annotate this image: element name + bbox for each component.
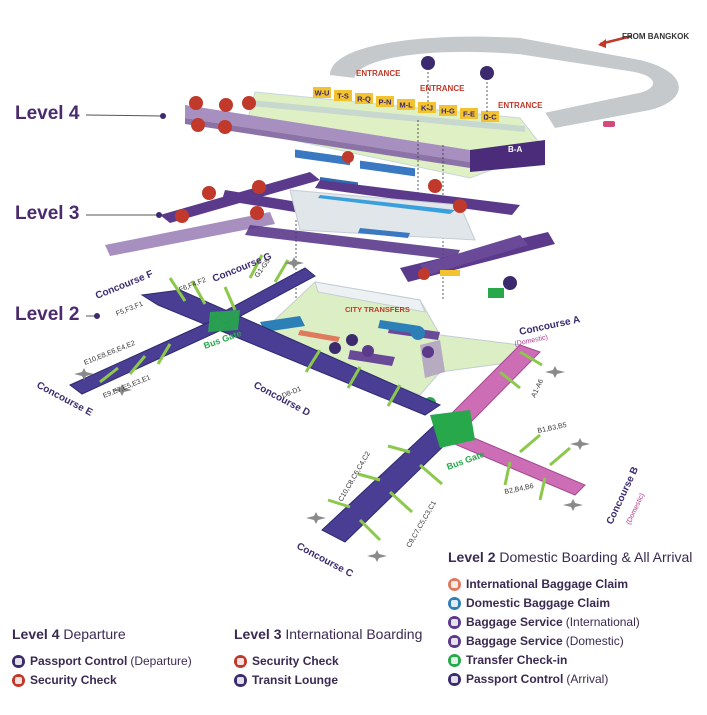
gates-b-upper: B1,B3,B5 — [537, 422, 567, 435]
level2-arrival-hall — [260, 281, 521, 396]
svg-text:M-L: M-L — [399, 101, 413, 110]
level3-pier — [105, 172, 555, 282]
security-check-icon — [234, 655, 247, 668]
car-icon — [603, 121, 615, 127]
transfer-checkin-icon — [488, 288, 504, 298]
concourse-a-b-pier — [430, 344, 586, 496]
passport-control-icon — [448, 673, 461, 686]
legend-security-check-l4: Security Check — [12, 671, 192, 690]
gates-f-upper: F6,F4,F2 — [178, 277, 207, 294]
legend-baggage-service-dom: Baggage Service(Domestic) — [448, 632, 692, 651]
legend-level2: Level 2 Domestic Boarding & All Arrival … — [448, 549, 692, 689]
svg-text:R-Q: R-Q — [357, 95, 371, 104]
check-in-counters: W-U T-S R-Q P-N M-L K-J H-G F-E D-C B-A — [313, 87, 522, 154]
concourse-a-label: Concourse A — [518, 314, 581, 338]
legend-transfer-checkin: Transfer Check-in — [448, 651, 692, 670]
gates-b-lower: B2,B4,B6 — [504, 483, 534, 496]
intl-baggage-claim-icon — [448, 578, 461, 591]
svg-text:T-S: T-S — [337, 92, 349, 101]
baggage-service-icon — [448, 635, 461, 648]
legend-security-check-l3: Security Check — [234, 652, 422, 671]
bus-gate-label-2: Bus Gate — [445, 449, 486, 472]
concourse-b-domestic: (Domestic) — [625, 492, 646, 526]
legend-level4: Level 4 Departure Passport Control(Depar… — [12, 626, 192, 690]
entrance-label-1: ENTRANCE — [356, 69, 401, 78]
svg-text:K-J: K-J — [421, 104, 433, 113]
svg-text:F-E: F-E — [463, 110, 475, 119]
legend-passport-departure: Passport Control(Departure) — [12, 652, 192, 671]
concourse-d-label: Concourse D — [252, 380, 312, 419]
transit-lounge-icon — [503, 276, 517, 290]
security-check-icon-level3 — [175, 151, 467, 280]
gates-f-lower: F5,F3,F1 — [115, 301, 144, 318]
level-4-title: Level 4 — [15, 103, 80, 124]
gates-a: A1-A6 — [530, 378, 545, 399]
security-check-icon — [12, 674, 25, 687]
legend-baggage-service-intl: Baggage Service(International) — [448, 613, 692, 632]
transit-lounge-icon — [234, 674, 247, 687]
legend-passport-arrival: Passport Control(Arrival) — [448, 670, 692, 689]
aircraft-icon — [74, 257, 590, 562]
legend-level3: Level 3 International Boarding Security … — [234, 626, 422, 690]
level-3-title: Level 3 — [15, 203, 80, 224]
level-2-title: Level 2 — [15, 304, 80, 325]
passport-control-departure-icon — [421, 56, 494, 80]
baggage-service-icon — [448, 616, 461, 629]
from-bangkok-label: FROM BANGKOK — [622, 32, 689, 41]
legend-transit-lounge: Transit Lounge — [234, 671, 422, 690]
dom-baggage-claim-icon — [448, 597, 461, 610]
svg-text:P-N: P-N — [379, 98, 392, 107]
svg-text:W-U: W-U — [315, 89, 330, 98]
svg-text:D-C: D-C — [483, 113, 497, 122]
transfer-checkin-icon — [448, 654, 461, 667]
passport-control-icon — [12, 655, 25, 668]
security-check-icon — [189, 96, 256, 134]
gates-c-right: C9,C7,C5,C3,C1 — [406, 500, 438, 549]
road-loop — [330, 34, 679, 129]
level4-departure-hall — [185, 91, 546, 205]
legend-dom-baggage-claim: Domestic Baggage Claim — [448, 594, 692, 613]
legend-intl-baggage-claim: International Baggage Claim — [448, 575, 692, 594]
city-transfers-label: CITY TRANSFERS — [345, 305, 410, 314]
entrance-label-2: ENTRANCE — [420, 84, 465, 93]
svg-text:B-A: B-A — [508, 145, 522, 154]
concourse-c-label: Concourse C — [295, 541, 355, 580]
svg-text:H-G: H-G — [441, 107, 455, 116]
concourse-a-domestic: (Domestic) — [514, 334, 549, 348]
entrance-label-3: ENTRANCE — [498, 101, 543, 110]
